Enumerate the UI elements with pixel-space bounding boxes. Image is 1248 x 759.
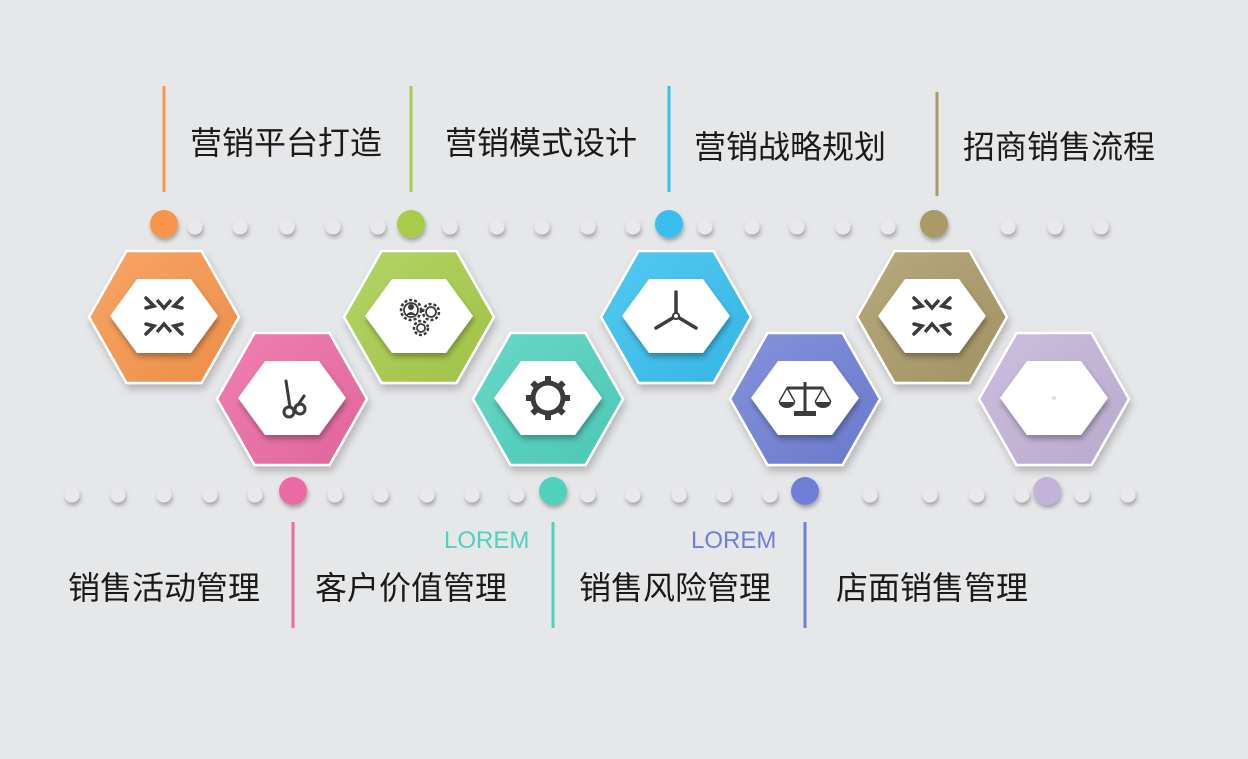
caption-lorem-risk: LOREM (691, 527, 777, 554)
timeline-dot-top (835, 219, 851, 235)
caption-lorem-customer: LOREM (444, 527, 530, 554)
hexagon-top-1 (87, 249, 241, 385)
timeline-dot-bottom (762, 487, 778, 503)
timeline-marker-top-2 (397, 210, 425, 238)
collapse-arrows-icon (912, 296, 952, 336)
timeline-dot-bottom (202, 487, 218, 503)
hexagon-bottom-2 (471, 331, 625, 467)
top-label-investment: 招商销售流程 (963, 128, 1156, 166)
timeline-dot-bottom (862, 487, 878, 503)
collapse-arrows-icon (144, 296, 184, 336)
people-gears-icon (399, 298, 441, 337)
hexagon-bottom-4 (977, 331, 1131, 467)
hexagon-top-4 (855, 249, 1009, 385)
timeline-dot-bottom (419, 487, 435, 503)
timeline-dot-bottom (64, 487, 80, 503)
hexagon-bottom-3 (728, 331, 882, 467)
timeline-dot-bottom (671, 487, 687, 503)
timeline-dot-top (442, 219, 458, 235)
timeline-dot-top (279, 219, 295, 235)
timeline-marker-bottom-3 (791, 477, 819, 505)
timeline-dot-bottom (327, 487, 343, 503)
timeline-dot-bottom (156, 487, 172, 503)
timeline-dot-top (325, 219, 341, 235)
timeline-marker-top-1 (150, 210, 178, 238)
timeline-dot-top (625, 219, 641, 235)
timeline-dot-top (534, 219, 550, 235)
timeline-dot-bottom (1120, 487, 1136, 503)
top-label-platform: 营销平台打造 (190, 124, 383, 162)
timeline-dot-bottom (716, 487, 732, 503)
top-label-model: 营销模式设计 (445, 124, 638, 162)
timeline-dot-bottom (969, 487, 985, 503)
bottom-label-customer: 客户价值管理 (315, 569, 508, 607)
hexagon-bottom-1 (215, 331, 369, 467)
timeline-dot-bottom (1074, 487, 1090, 503)
timeline-dot-bottom (922, 487, 938, 503)
hexagon-top-2 (342, 249, 496, 385)
timeline-dot-bottom (247, 487, 263, 503)
top-label-strategy: 营销战略规划 (694, 128, 887, 166)
timeline-dot-top (232, 219, 248, 235)
timeline-dot-top (370, 219, 386, 235)
timeline-dot-bottom (373, 487, 389, 503)
timeline-dot-top (1047, 219, 1063, 235)
timeline-marker-bottom-1 (279, 477, 307, 505)
timeline-dot-top (880, 219, 896, 235)
timeline-dot-top (187, 219, 203, 235)
timeline-dot-bottom (464, 487, 480, 503)
hexagon-top-3 (599, 249, 753, 385)
scissors-icon (282, 379, 307, 419)
bottom-label-risk: 销售风险管理 (579, 569, 772, 607)
timeline-marker-top-4 (920, 210, 948, 238)
timeline-marker-top-3 (655, 210, 683, 238)
timeline-dot-top (489, 219, 505, 235)
bottom-label-store: 店面销售管理 (836, 569, 1029, 607)
bottom-label-activity: 销售活动管理 (68, 569, 261, 607)
timeline-dot-bottom (580, 487, 596, 503)
timeline-dot-top (1000, 219, 1016, 235)
scales-icon (778, 382, 832, 416)
wind-turbine-icon (654, 290, 698, 330)
timeline-marker-bottom-2 (539, 477, 567, 505)
gear-icon (526, 376, 570, 420)
timeline-marker-bottom-4 (1033, 477, 1061, 505)
timeline-dot-top (1093, 219, 1109, 235)
timeline-dot-top (697, 219, 713, 235)
blank-icon (1052, 396, 1056, 400)
timeline-dot-bottom (625, 487, 641, 503)
timeline-dot-bottom (509, 487, 525, 503)
timeline-dot-bottom (110, 487, 126, 503)
timeline-dot-top (580, 219, 596, 235)
timeline-dot-bottom (1014, 487, 1030, 503)
timeline-dot-top (789, 219, 805, 235)
timeline-dot-top (744, 219, 760, 235)
